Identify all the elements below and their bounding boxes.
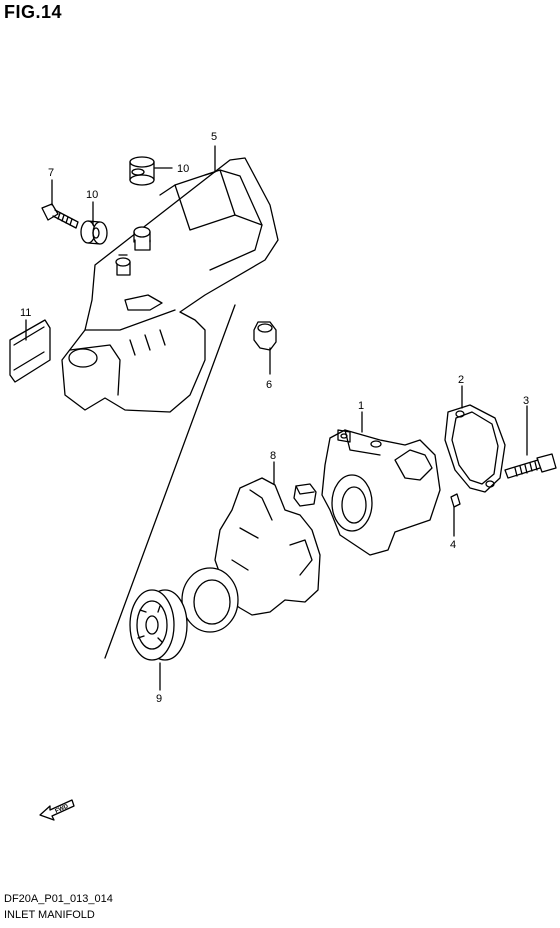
throttle-body-part <box>181 477 321 633</box>
callout-5: 5 <box>211 131 217 143</box>
diagram-code: DF20A_P01_013_014 <box>4 893 113 905</box>
callout-3: 3 <box>523 395 529 407</box>
callout-9: 9 <box>156 693 162 705</box>
diagram-caption: INLET MANIFOLD <box>4 909 95 921</box>
manifold-gasket-part <box>444 404 506 493</box>
leader-line-5 <box>204 145 216 176</box>
callout-8: 8 <box>270 450 276 462</box>
figure-title: FIG.14 <box>4 2 63 22</box>
intake-silencer-part <box>61 157 279 413</box>
callout-6: 6 <box>266 379 272 391</box>
fwd-arrow-icon: FWD <box>39 799 75 821</box>
callout-11: 11 <box>20 307 31 319</box>
callout-7: 7 <box>48 167 54 179</box>
intake-manifold-part <box>321 429 441 556</box>
bolt-part-7 <box>41 203 79 229</box>
gasket-part-11 <box>9 319 51 383</box>
callout-10-left: 10 <box>86 189 98 201</box>
callout-10-top: 10 <box>177 163 189 175</box>
grommet-part-top <box>129 156 155 186</box>
grommet-part-left <box>80 220 108 245</box>
callout-4: 4 <box>450 539 456 551</box>
callout-2: 2 <box>458 374 464 386</box>
fwd-label: FWD <box>54 803 70 814</box>
dowel-pin-part <box>450 493 461 508</box>
grommet-part-6 <box>253 321 277 351</box>
pulley-part-9 <box>129 589 188 661</box>
assembly-leader-line <box>104 304 236 659</box>
bolt-part-3 <box>504 453 557 479</box>
callout-1: 1 <box>358 400 364 412</box>
clip-part-8 <box>293 483 317 507</box>
